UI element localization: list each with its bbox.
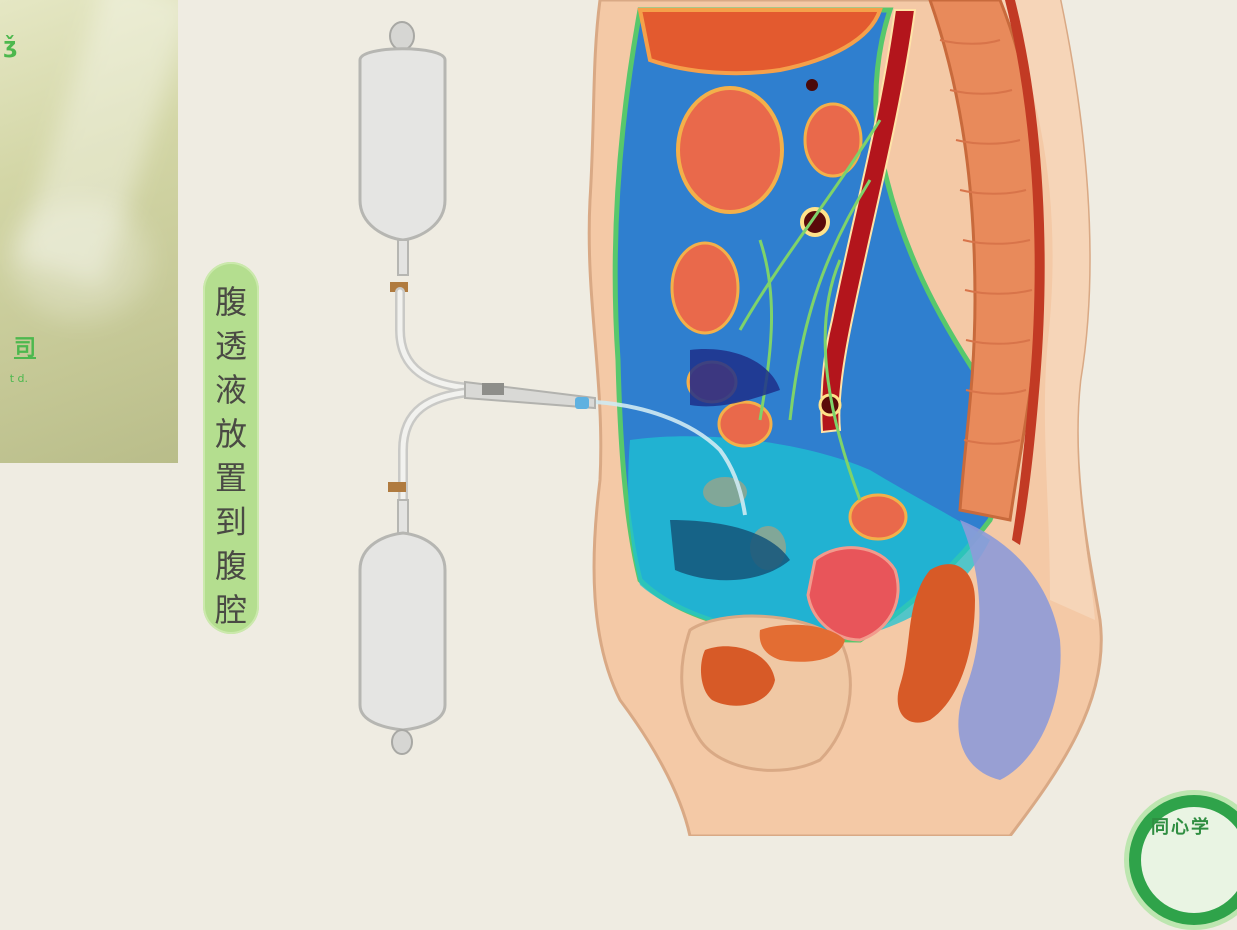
catheter-connector (575, 397, 589, 409)
caption-char: 放 (203, 412, 259, 456)
caption-char: 腹 (203, 544, 259, 588)
upper-tube (400, 292, 470, 388)
lower-tube (403, 392, 470, 500)
upper-fluid-bag (360, 22, 445, 275)
caption-char: 置 (203, 456, 259, 500)
intestine-loop-6 (850, 495, 906, 539)
caption-label: 腹 透 液 放 置 到 腹 腔 (203, 262, 259, 634)
intestine-loop-3 (672, 243, 738, 333)
caption-char: 到 (203, 500, 259, 544)
upper-tube-highlight (400, 292, 470, 388)
caption-char: 透 (203, 324, 259, 368)
lower-tube-highlight (403, 392, 470, 500)
anatomy-illustration (0, 0, 1237, 836)
vessel-section-3 (806, 79, 818, 91)
diagram-canvas: ǯ 司 t d. (0, 0, 1237, 836)
caption-char: 腔 (203, 588, 259, 632)
intestine-loop-2 (805, 104, 861, 176)
junction-clamp (482, 383, 504, 395)
caption-char: 腹 (203, 280, 259, 324)
watermark-text: 同心学 (1151, 813, 1211, 839)
intestine-loop-1 (678, 88, 782, 212)
caption-char: 液 (203, 368, 259, 412)
lower-drain-bag (360, 482, 445, 754)
